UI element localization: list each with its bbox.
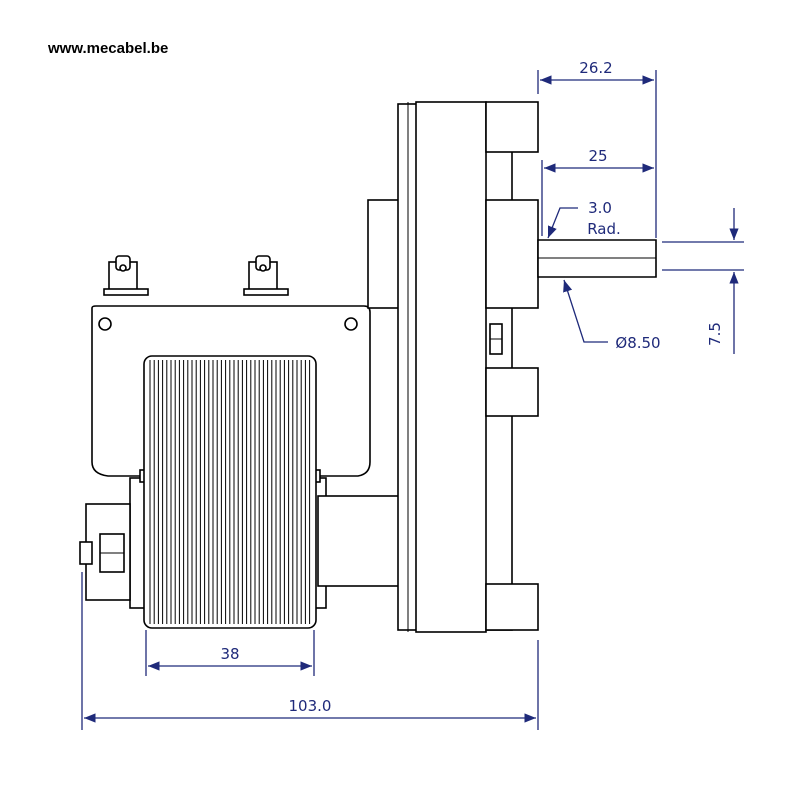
dimension-radius: 3.0 Rad.	[547, 199, 621, 239]
dim-label-radius-unit: Rad.	[587, 220, 621, 238]
dim-label-shaft-offset: 26.2	[579, 59, 612, 77]
dimension-shaft-length: 25	[541, 147, 654, 236]
lug-upper	[485, 199, 539, 309]
dimension-diameter: Ø8.50	[563, 279, 661, 352]
coil-stack	[143, 355, 317, 629]
dim-label-diameter: Ø8.50	[615, 334, 660, 352]
gearbox-lower-housing	[317, 495, 411, 587]
mount-hole-left	[98, 317, 112, 331]
dim-label-shaft-length: 25	[588, 147, 607, 165]
lug-bottom	[485, 583, 539, 631]
dimension-coil-width: 38	[145, 630, 315, 676]
end-cap	[79, 503, 131, 601]
dimension-overall-length: 103.0	[81, 572, 539, 730]
dim-label-coil-width: 38	[220, 645, 239, 663]
lug-top	[485, 101, 539, 153]
motor-body	[79, 255, 371, 629]
dim-label-radius-value: 3.0	[588, 199, 612, 217]
dim-label-overall-length: 103.0	[289, 697, 332, 715]
lug-middle	[485, 367, 539, 417]
dim-label-flat: 7.5	[706, 322, 724, 346]
terminal-left	[103, 255, 149, 296]
website-url: www.mecabel.be	[48, 40, 169, 57]
dimension-shaft-offset: 26.2	[537, 59, 657, 238]
dimension-flat: 7.5	[662, 208, 744, 354]
gearbox-plate	[415, 101, 487, 633]
terminal-right	[243, 255, 289, 296]
gearbox	[317, 101, 657, 633]
mount-hole-right	[344, 317, 358, 331]
